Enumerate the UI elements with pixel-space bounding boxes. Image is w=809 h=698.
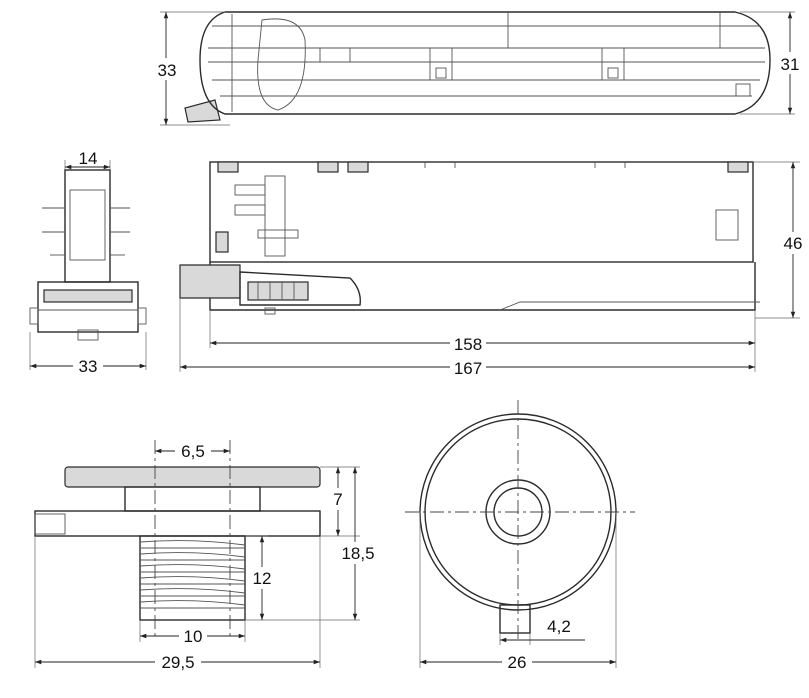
side-view-dims [29,160,147,370]
dim-total-length: 167 [454,359,482,378]
dim-inner-length: 158 [454,335,482,354]
dim-gland-total-width: 29,5 [161,653,194,672]
top-view [184,11,771,123]
dim-side-top-width: 14 [79,149,98,168]
dim-gland-diameter: 26 [508,653,527,672]
dim-gland-total-height: 18,5 [341,544,374,563]
gland-side-view [34,440,321,640]
dim-gland-thread-length: 12 [253,569,272,588]
dim-tab-width: 4,2 [547,617,571,636]
dim-gland-flange: 7 [333,490,342,509]
gland-face-view [405,400,635,640]
dim-side-bottom-width: 33 [79,357,98,376]
top-view-dims [160,11,795,126]
side-view [29,169,147,341]
dim-top-height-left: 33 [158,61,177,80]
front-view-dims [179,161,800,372]
dim-gland-thread-width: 10 [184,627,203,646]
dim-gland-neck: 6,5 [181,442,205,461]
dim-front-height: 46 [784,234,803,253]
dim-top-height-right: 31 [781,55,800,74]
front-view [179,161,760,315]
